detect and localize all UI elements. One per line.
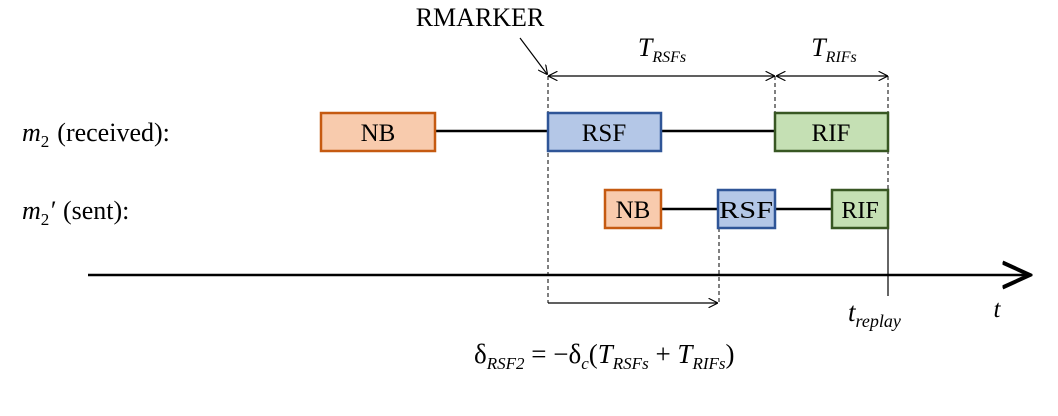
sent-nb-label: NB xyxy=(616,197,651,224)
received-nb-block: NB xyxy=(319,111,437,153)
received-nb-label: NB xyxy=(361,120,396,147)
sent-rif-label: RIF xyxy=(841,198,878,224)
sent-rsf-block: RSF xyxy=(716,188,777,230)
received-rsf-block: RSF xyxy=(546,111,663,153)
t-rifs-label: TRIFs xyxy=(811,33,857,66)
row-received-label: m2(received): xyxy=(22,118,170,151)
t-rsfs-label: TRSFs xyxy=(638,33,686,66)
rmarker-label: RMARKER xyxy=(416,3,545,32)
rmarker-pointer-arrow xyxy=(519,37,547,74)
sent-nb-block: NB xyxy=(603,188,663,230)
received-rif-block: RIF xyxy=(773,111,890,153)
sent-rsf-label: RSF xyxy=(719,198,773,224)
received-rif-label: RIF xyxy=(812,120,851,147)
delta-rsf2-formula: δRSF2 = −δc(TRSFs + TRIFs) xyxy=(474,339,735,373)
received-rsf-label: RSF xyxy=(582,120,626,147)
row-sent-label: m2′(sent): xyxy=(22,196,129,229)
time-axis-label: t xyxy=(994,296,1002,323)
t-replay-label: treplay xyxy=(848,297,901,331)
sent-rif-block: RIF xyxy=(830,188,890,230)
